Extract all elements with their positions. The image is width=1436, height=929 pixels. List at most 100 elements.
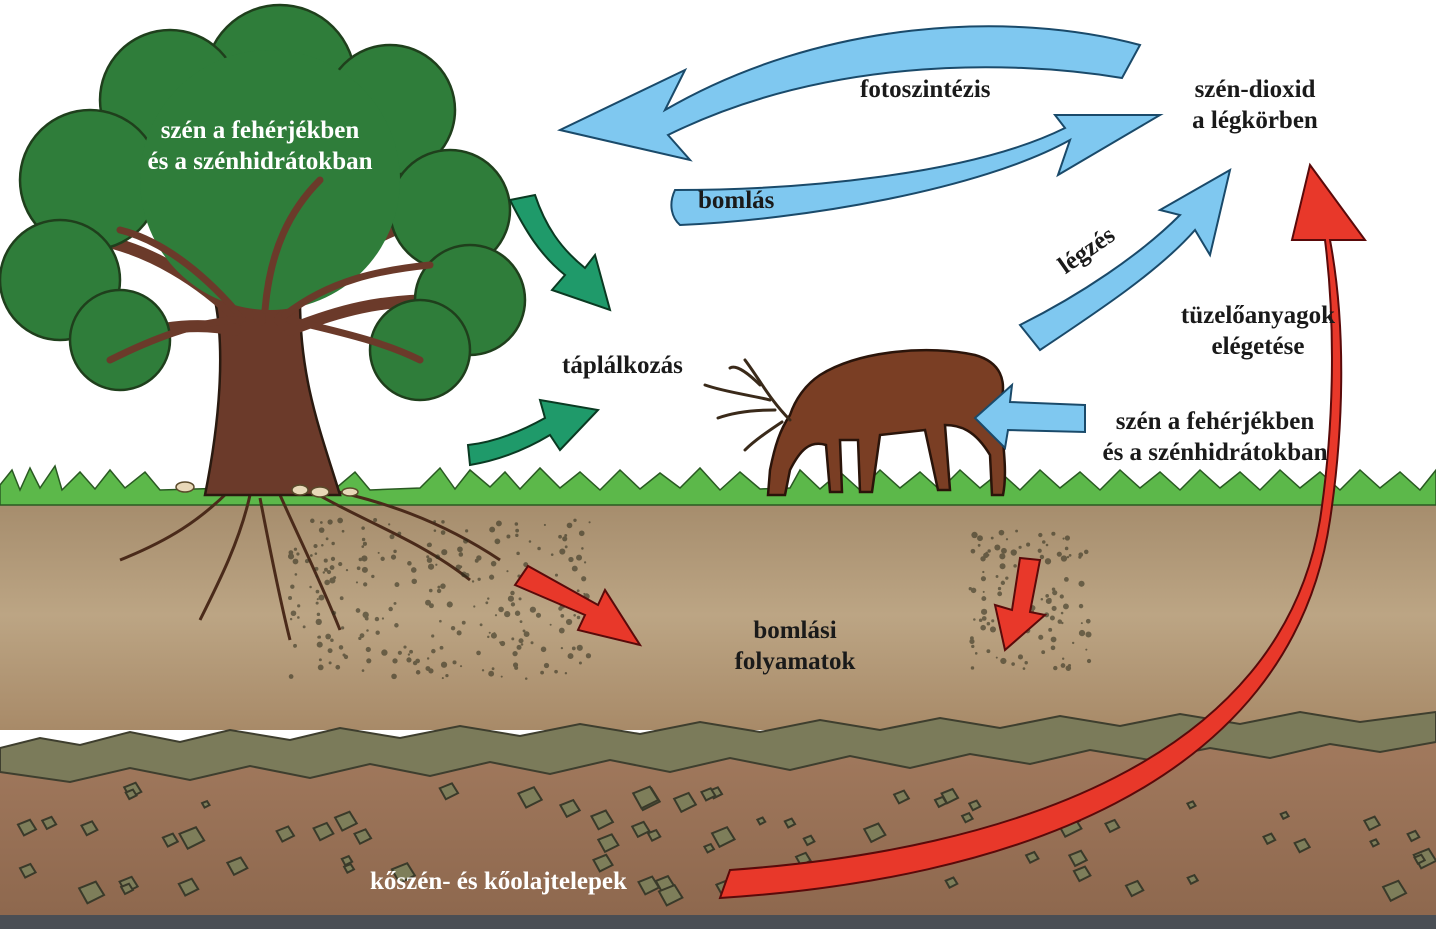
decay-speckle [986,621,991,626]
decay-speckle [1026,542,1031,547]
decay-speckle [1078,580,1085,587]
decay-speckle [316,598,319,601]
decay-speckle [971,644,975,649]
decay-speckle [391,673,397,680]
decay-speckle [982,570,985,574]
rock-fragment [1406,829,1421,843]
rock-fragment [124,788,138,801]
rock-fragment [783,817,797,829]
decay-speckle [583,592,586,595]
decay-speckle [374,616,380,622]
decay-speckle [476,555,482,561]
decay-speckle [529,606,537,613]
decay-speckle [1017,654,1024,660]
decay-speckle [1005,576,1009,580]
decay-speckle [297,604,301,608]
decay-speckle [1000,657,1007,665]
arrow-fossil-fuel-burning [718,162,1367,900]
decay-speckle [476,650,481,656]
decay-speckle [510,590,515,596]
decay-speckle [1062,537,1065,540]
label-animal-carbon: szén a fehérjékben és a szénhidrátokban [1070,406,1360,468]
decay-speckle [425,666,431,671]
decay-speckle [290,584,295,589]
decay-speckle [566,522,573,529]
decay-speckle [441,677,444,680]
decay-speckle [995,575,999,578]
decay-speckle [519,620,523,624]
label-decay-processes-line2: folyamatok [734,648,856,675]
decay-speckle [1050,645,1056,651]
decay-speckle [494,614,498,617]
decay-speckle [361,545,365,548]
decay-speckle [576,644,583,651]
decay-speckle [1000,580,1006,586]
decay-speckle [292,558,299,565]
decay-speckle [411,578,417,585]
decay-speckle [328,661,332,665]
decay-speckle [554,573,559,577]
decay-speckle [337,517,344,524]
decay-speckle [997,591,1003,597]
decay-speckle [450,626,456,631]
decay-speckle [323,558,328,563]
decay-speckle [435,554,441,560]
label-co2-line2: a légkörben [1192,107,1318,134]
decay-speckle [457,546,463,553]
decay-speckle [288,674,294,679]
decay-speckle [335,664,341,670]
decay-speckle [516,644,522,650]
rock-fragment [631,785,660,810]
decay-speckle [324,567,328,572]
rock-fragment [312,821,335,842]
rock-fragment [340,854,354,867]
decay-speckle [325,537,329,541]
decay-speckle [461,571,467,578]
decay-speckle [409,649,413,654]
decay-speckle [317,635,322,639]
decay-speckle [355,608,361,613]
tree-trunk [203,298,342,497]
decay-speckle [310,518,315,524]
decay-speckle [981,616,987,621]
decay-speckle [495,520,502,527]
rock-fragment [516,786,544,809]
decay-speckle [361,537,366,542]
decay-speckle [543,523,546,527]
label-tree-carbon-line2: és a szénhidrátokban [147,148,373,175]
decay-speckle [571,565,578,572]
decay-speckle [518,597,522,601]
decay-speckle [407,653,411,656]
decay-speckle [578,661,582,665]
rock-fragment [1104,818,1121,834]
decay-speckle [1053,665,1058,671]
decay-speckle [564,533,568,537]
decay-speckle [554,669,558,674]
decay-speckle [1051,605,1057,611]
decay-speckle [1041,650,1046,655]
arrow-respiration [1018,167,1232,352]
rock-fragment [630,820,651,839]
rock-fragment [77,880,106,905]
decay-speckle [373,518,378,522]
decay-speckle [294,573,298,576]
rock-fragment [438,782,460,801]
decay-speckle [288,595,293,600]
decay-speckle [1071,641,1075,645]
decay-speckle [1052,590,1058,596]
arrow-decay-right [993,556,1048,652]
decay-speckle [1060,611,1064,615]
decay-speckle [1045,594,1049,598]
rock-fragment [699,787,717,802]
rock-fragment [342,862,356,874]
decay-speckle [371,574,375,579]
decay-speckle [427,542,432,548]
decay-speckle [514,522,519,526]
decay-speckle [507,595,515,602]
decay-speckle [1045,543,1049,547]
decay-speckle [1039,554,1045,560]
decay-speckle [389,534,395,540]
rock-fragment [558,798,582,819]
arrow-decomposition [670,114,1164,227]
